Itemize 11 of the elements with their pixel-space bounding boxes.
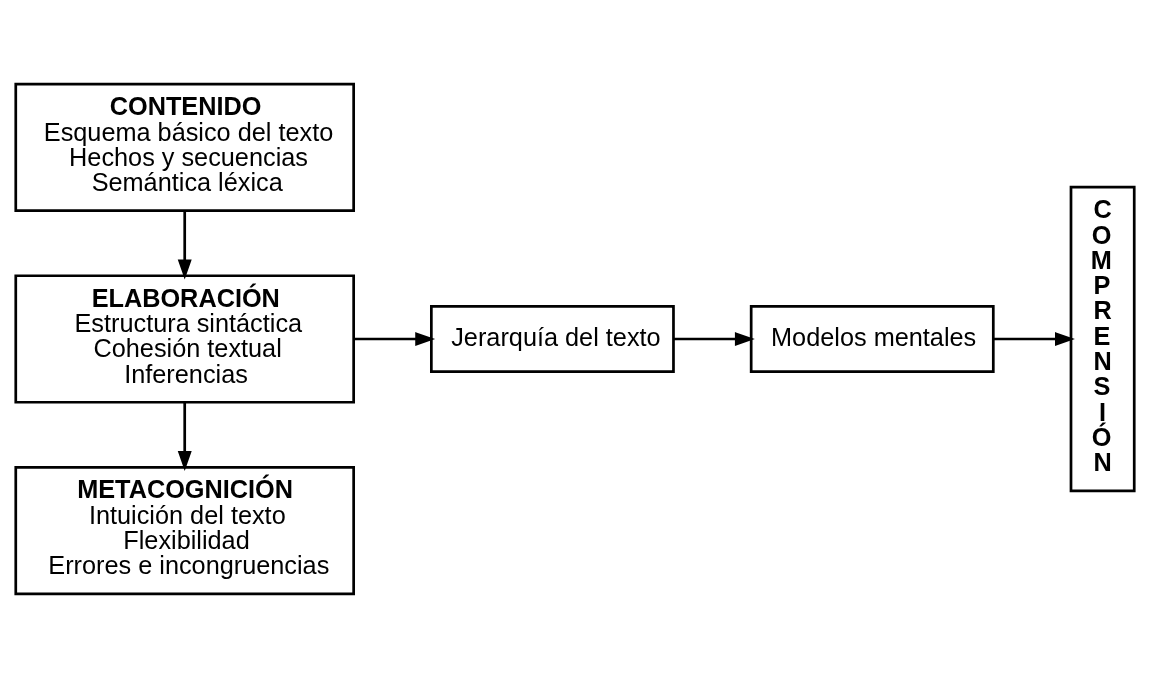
node-box: ELABORACIÓN Estructura sintáctica Cohesión textual Inferencias — [14, 274, 355, 404]
arrow — [354, 332, 436, 346]
arrow — [993, 332, 1075, 346]
arrow — [673, 332, 755, 346]
node-box: COMPRENSIÓN — [1069, 185, 1136, 493]
node-box: CONTENIDO Esquema básico del texto Hechos y secuencias Semántica léxica — [14, 82, 355, 213]
node-box: Jerarquía del texto — [430, 305, 675, 373]
arrow — [177, 402, 192, 472]
arrow — [177, 210, 192, 280]
node-box: METACOGNICIÓN Intuición del texto Flexibilidad Errores e incongruencias — [14, 465, 355, 596]
node-box: Modelos mentales — [749, 305, 995, 373]
